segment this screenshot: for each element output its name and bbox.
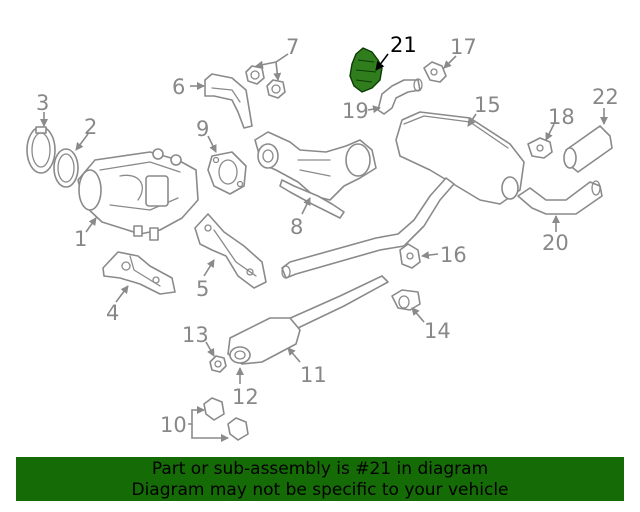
part-13-nut — [209, 355, 227, 373]
part-11-center-muffler — [227, 275, 389, 365]
part-2-gasket — [53, 148, 79, 188]
callout-9: 9 — [196, 117, 209, 141]
callout-7: 7 — [286, 35, 299, 59]
callout-4: 4 — [106, 301, 119, 325]
callout-22: 22 — [592, 85, 619, 109]
callout-2: 2 — [84, 115, 97, 139]
part-20-tailpipe — [517, 180, 603, 215]
callout-13: 13 — [182, 323, 209, 347]
part-19-pipe — [377, 78, 423, 115]
callout-8: 8 — [290, 215, 303, 239]
callout-1: 1 — [74, 227, 87, 251]
part-14-insulator — [391, 289, 421, 311]
callout-16: 16 — [440, 243, 467, 267]
part-8-front-pipe — [254, 131, 377, 219]
part-16-hanger — [399, 243, 421, 269]
part-5-bracket — [194, 213, 267, 289]
part-7-nuts — [245, 65, 286, 99]
part-21-highlighted — [349, 47, 383, 93]
part-3-clamp — [26, 126, 56, 174]
callout-20: 20 — [542, 231, 569, 255]
banner-line-part: Part or sub-assembly is #21 in diagram — [151, 459, 489, 479]
exhaust-system-diagram: 1 2 3 4 5 6 7 8 9 10 11 12 13 14 15 16 1… — [26, 33, 619, 442]
callout-15: 15 — [474, 93, 501, 117]
callout-11: 11 — [300, 363, 327, 387]
part-4-heat-shield — [102, 251, 176, 295]
part-22-tailpipe-tip — [563, 125, 613, 173]
banner-line-disclaimer: Diagram may not be specific to your vehi… — [131, 480, 509, 500]
part-9-gasket — [207, 151, 247, 195]
part-17-bracket — [423, 61, 447, 83]
callout-3: 3 — [36, 91, 49, 115]
part-10-hangers — [203, 397, 249, 441]
part-18-hanger — [527, 137, 553, 159]
info-banner: Part or sub-assembly is #21 in diagram D… — [16, 457, 624, 501]
callout-18: 18 — [548, 105, 575, 129]
callout-19: 19 — [342, 99, 369, 123]
callout-10: 10 — [160, 413, 187, 437]
callout-12: 12 — [232, 385, 259, 409]
callout-14: 14 — [424, 319, 451, 343]
intermediate-pipe — [281, 177, 455, 279]
callout-6: 6 — [172, 75, 185, 99]
callout-5: 5 — [196, 277, 209, 301]
part-15-rear-muffler — [395, 111, 525, 205]
callout-21: 21 — [390, 33, 417, 57]
part-1-catalytic-converter — [77, 148, 199, 241]
part-6-heat-shield — [204, 73, 253, 129]
callout-17: 17 — [450, 35, 477, 59]
